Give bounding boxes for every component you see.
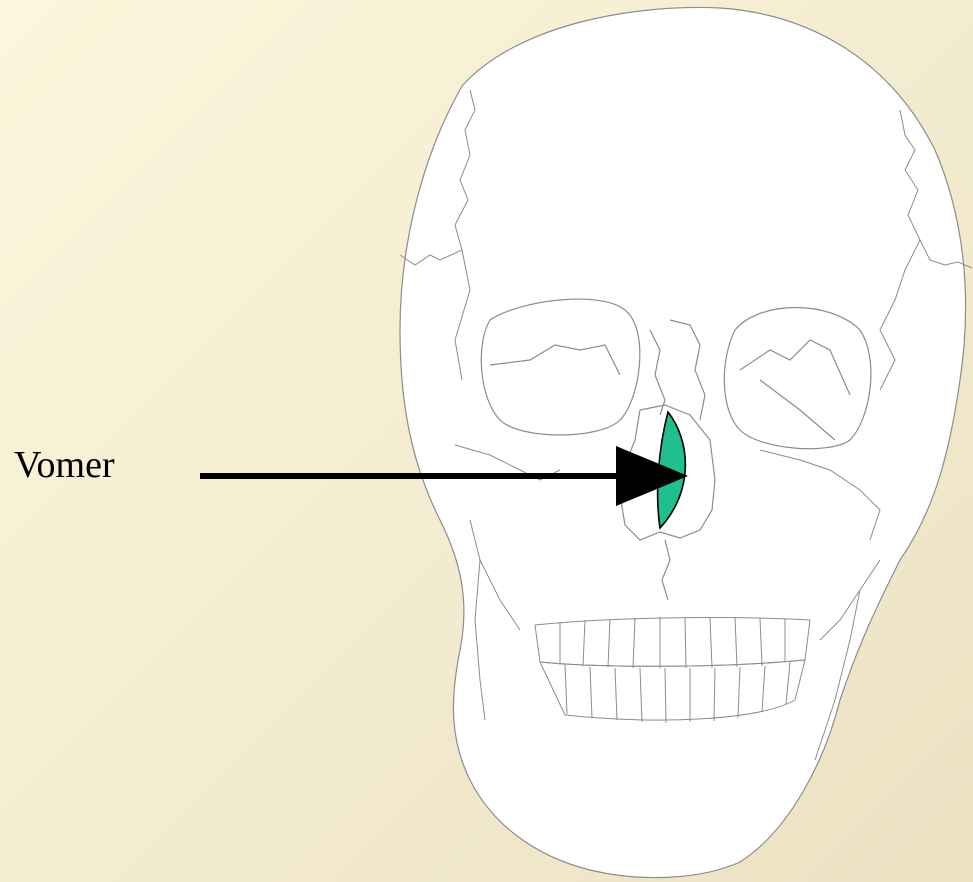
- skull-diagram: [0, 0, 973, 882]
- slide: Vomer: [0, 0, 973, 882]
